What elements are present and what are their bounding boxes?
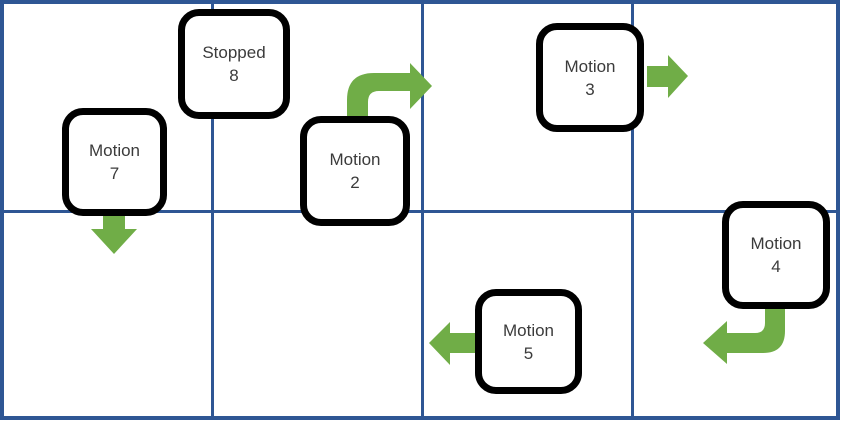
node-motion-4: Motion 4 bbox=[722, 201, 830, 309]
node-number: 4 bbox=[771, 257, 781, 276]
node-number: 5 bbox=[523, 343, 534, 363]
down-arrow-icon bbox=[91, 214, 137, 254]
node-motion-2: Motion 2 bbox=[300, 116, 410, 226]
left-arrow-icon bbox=[429, 322, 477, 365]
node-number: 8 bbox=[229, 66, 239, 85]
node-label: Motion bbox=[88, 141, 141, 160]
node-number: 3 bbox=[585, 79, 595, 99]
node-motion-7: Motion 7 bbox=[62, 108, 167, 216]
node-motion-3: Motion 3 bbox=[536, 23, 644, 132]
bent-up-right-arrow-icon bbox=[347, 63, 432, 120]
bent-down-left-arrow-icon bbox=[703, 304, 785, 364]
node-label: Motion bbox=[750, 234, 802, 253]
node-label: Motion bbox=[502, 320, 555, 340]
node-stopped-8: Stopped 8 bbox=[178, 9, 290, 119]
grid-horizontal-line bbox=[3, 210, 837, 213]
node-number: 7 bbox=[109, 164, 120, 183]
node-label: Motion bbox=[329, 150, 381, 169]
node-motion-5: Motion 5 bbox=[475, 289, 582, 394]
node-number: 2 bbox=[350, 173, 360, 192]
node-label: Stopped bbox=[202, 43, 266, 62]
node-label: Motion bbox=[564, 56, 616, 76]
right-arrow-icon bbox=[647, 55, 688, 98]
